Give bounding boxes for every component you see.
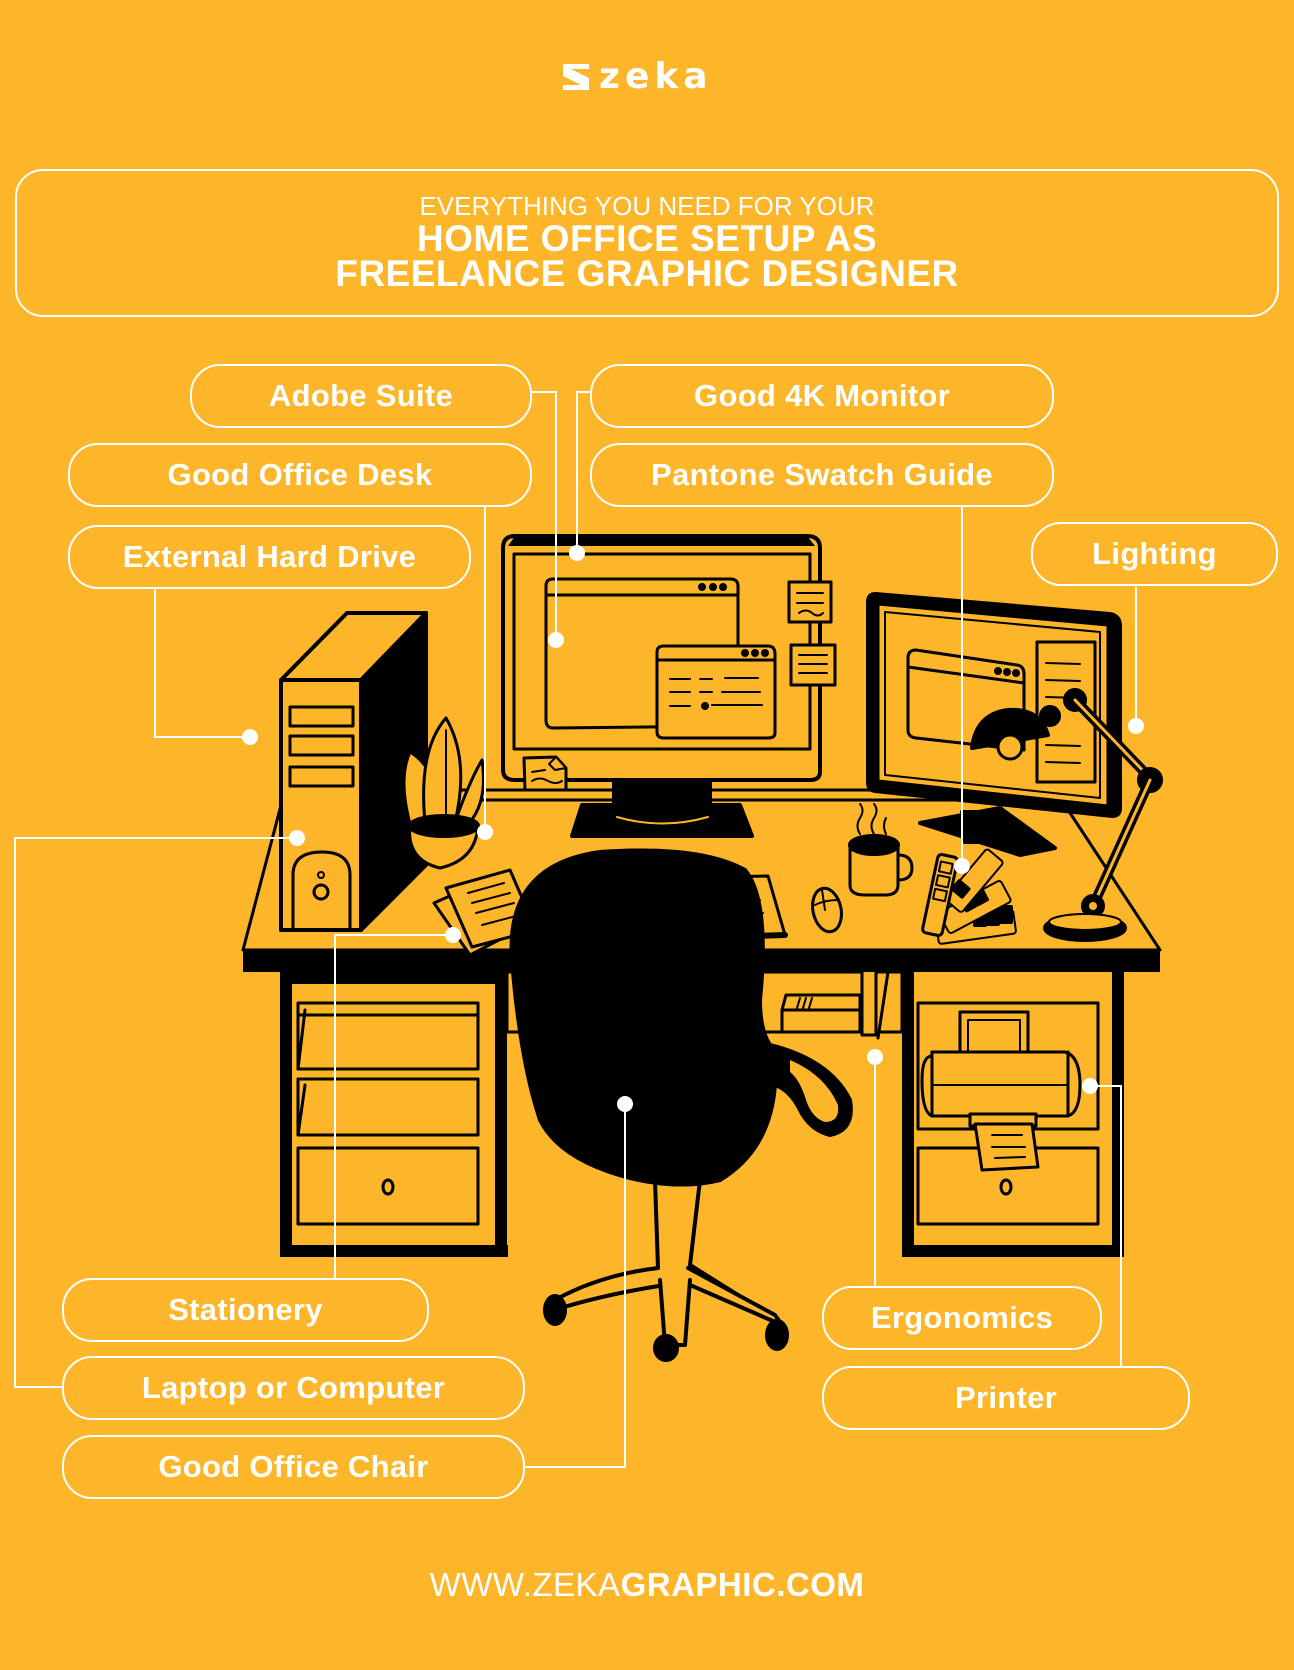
second-monitor	[866, 592, 1122, 857]
title-box: EVERYTHING YOU NEED FOR YOUR HOME OFFICE…	[15, 169, 1279, 317]
pc-tower	[279, 611, 428, 932]
label-good-office-chair: Good Office Chair	[62, 1435, 525, 1499]
sticky-notes	[522, 580, 837, 792]
keyboard	[708, 874, 788, 940]
zeka-logo: zeka	[563, 56, 713, 97]
office-chair	[509, 848, 853, 1362]
footer-url[interactable]: WWW.ZEKAGRAPHIC.COM	[0, 1568, 1294, 1601]
label-external-hard-drive: External Hard Drive	[68, 525, 471, 589]
right-cabinet	[902, 972, 1124, 1257]
label-stationery: Stationery	[62, 1278, 429, 1342]
left-drawers	[280, 972, 508, 1257]
title-line-2: FREELANCE GRAPHIC DESIGNER	[335, 253, 959, 294]
label-good-4k-monitor: Good 4K Monitor	[590, 364, 1054, 428]
footer-url-bold: GRAPHIC.COM	[620, 1566, 865, 1603]
label-good-office-desk: Good Office Desk	[68, 443, 532, 507]
label-pantone-swatch-guide: Pantone Swatch Guide	[590, 443, 1054, 507]
page-title: HOME OFFICE SETUP AS FREELANCE GRAPHIC D…	[17, 218, 1277, 294]
label-adobe-suite: Adobe Suite	[190, 364, 532, 428]
pantone-swatches	[921, 848, 1017, 945]
mouse	[811, 886, 843, 934]
coffee-mug	[848, 803, 914, 897]
desk-lamp	[970, 688, 1163, 942]
label-printer: Printer	[822, 1366, 1190, 1430]
books	[505, 970, 904, 1040]
label-laptop-or-computer: Laptop or Computer	[62, 1356, 525, 1420]
footer-url-light: WWW.ZEKA	[429, 1566, 621, 1603]
title-line-1: HOME OFFICE SETUP AS	[416, 218, 878, 259]
printer	[920, 1010, 1082, 1172]
logo-text: zeka	[599, 56, 713, 97]
plant-pot	[402, 716, 485, 870]
main-monitor	[501, 534, 822, 838]
label-ergonomics: Ergonomics	[822, 1286, 1102, 1350]
papers	[432, 868, 538, 957]
zeka-mark-icon	[563, 64, 589, 90]
desk	[241, 788, 1162, 972]
leader-dots	[242, 545, 1144, 1112]
title-subtitle: EVERYTHING YOU NEED FOR YOUR	[419, 191, 875, 221]
label-lighting: Lighting	[1031, 522, 1278, 586]
